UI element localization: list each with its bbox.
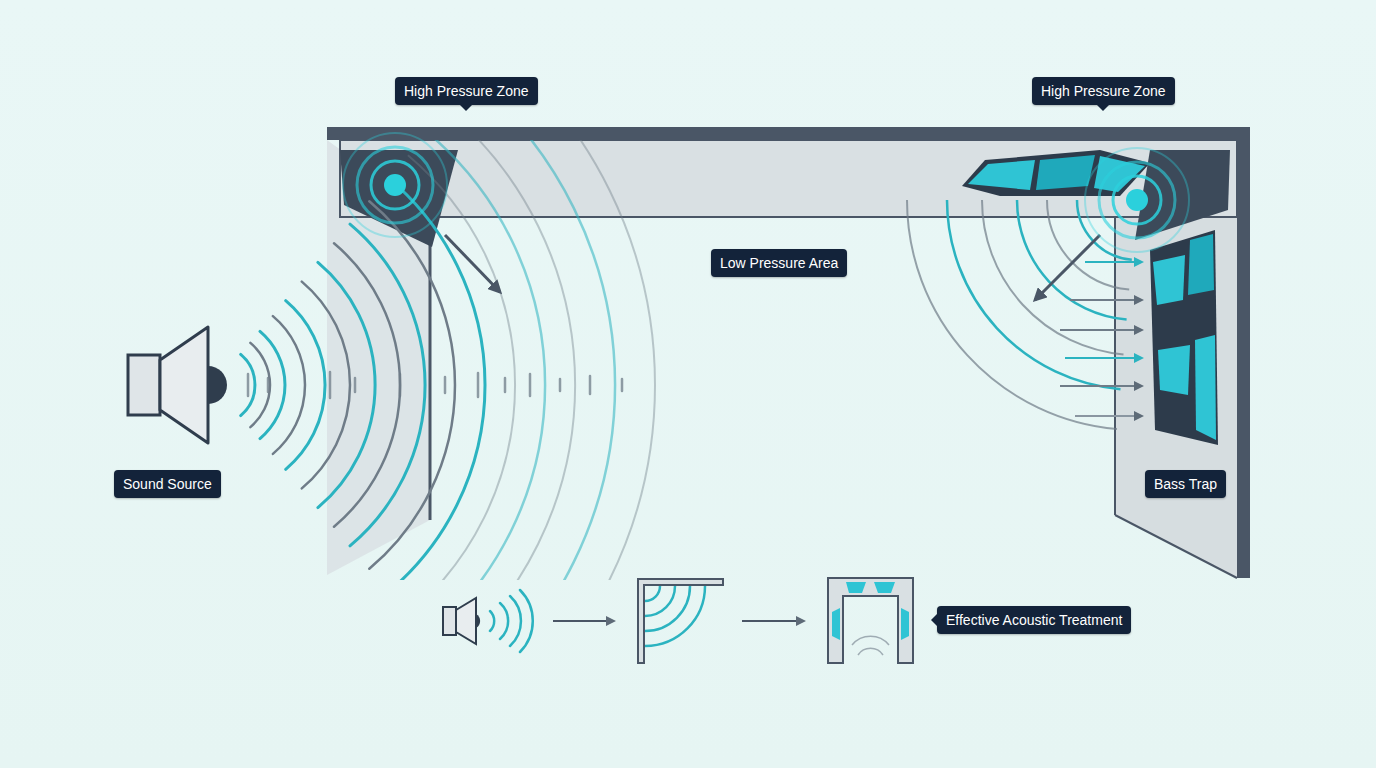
wall-edge — [1114, 215, 1116, 515]
wave-dash — [248, 372, 622, 398]
icon-wave — [490, 590, 533, 652]
pressure-arrow — [445, 235, 500, 292]
trap-facet — [1188, 234, 1214, 295]
wall-edge — [1237, 127, 1250, 578]
icon-wave — [852, 636, 889, 655]
pressure-glow — [1085, 148, 1189, 252]
callout-label: Effective Acoustic Treatment — [937, 606, 1131, 634]
label-text: High Pressure Zone — [1041, 83, 1166, 99]
speaker-icon — [476, 614, 480, 628]
pressure-glow — [357, 147, 433, 223]
wall-edge — [429, 215, 432, 520]
corner-icon — [638, 579, 723, 663]
flow-arrow — [1070, 299, 1142, 301]
icon-trap — [901, 608, 909, 640]
ceiling-bass-trap — [962, 150, 1150, 196]
pressure-glow — [384, 174, 406, 196]
trap-facet — [1036, 155, 1095, 190]
sequence-arrow — [553, 620, 614, 622]
pressure-glow — [1113, 176, 1161, 224]
reflected-wave — [907, 200, 1129, 429]
label-text: High Pressure Zone — [404, 83, 529, 99]
label-text: Sound Source — [123, 476, 212, 492]
speaker-body — [128, 355, 160, 415]
label-text: Effective Acoustic Treatment — [946, 612, 1122, 628]
room-icon — [828, 578, 913, 663]
speaker-dome — [208, 366, 227, 404]
callout-label: Low Pressure Area — [711, 249, 847, 277]
sound-wave — [408, 140, 655, 580]
callout-label: High Pressure Zone — [1032, 77, 1175, 105]
speaker-cone — [160, 327, 208, 443]
icon-wave — [645, 586, 705, 646]
trap-facet — [1153, 255, 1185, 305]
pressure-glow — [1099, 162, 1175, 238]
wave-group — [241, 140, 655, 580]
pressure-glow — [371, 161, 419, 209]
pressure-glow — [1126, 189, 1148, 211]
callout-label: Bass Trap — [1145, 470, 1226, 498]
trap-facet — [1158, 345, 1190, 395]
pressure-arrow — [1035, 235, 1100, 300]
trap-facet — [1195, 335, 1216, 440]
icon-trap — [874, 582, 895, 593]
pressure-glow — [343, 133, 447, 237]
reflected-wave — [947, 200, 1132, 389]
top-wall — [327, 127, 1250, 140]
flow-arrow — [1085, 261, 1142, 263]
speaker-icon — [443, 607, 456, 635]
flow-arrow — [1060, 385, 1142, 387]
label-text: Bass Trap — [1154, 476, 1217, 492]
wall-bass-trap — [1150, 230, 1218, 445]
sound-wave — [250, 201, 455, 569]
label-text: Low Pressure Area — [720, 255, 838, 271]
callout-label: High Pressure Zone — [395, 77, 538, 105]
callout-label: Sound Source — [114, 470, 221, 498]
icon-trap — [846, 582, 866, 593]
speaker-icon — [456, 598, 476, 644]
icon-trap — [832, 608, 840, 640]
wall-edge — [1115, 515, 1237, 578]
flow-arrow — [1060, 329, 1142, 331]
trap-facet — [968, 160, 1035, 190]
sequence-arrow — [742, 620, 804, 622]
flow-arrow — [1065, 357, 1142, 359]
ceiling-band — [340, 140, 1237, 217]
flow-arrow — [1075, 415, 1142, 417]
